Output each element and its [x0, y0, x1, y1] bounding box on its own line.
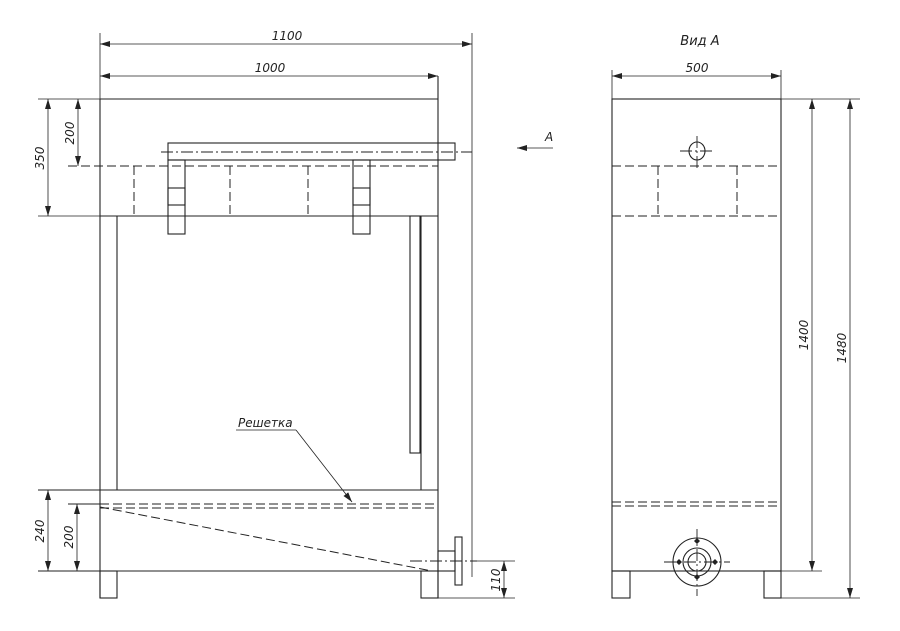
view-title: Вид А	[680, 34, 719, 49]
dim-200-top: 200	[63, 121, 77, 144]
dim-1400: 1400	[797, 319, 811, 350]
leg	[420, 570, 439, 599]
dim-110: 110	[489, 568, 503, 591]
front-view: Решетка A 1100 1000 350 200 240 200 110	[33, 29, 553, 599]
dim-240: 240	[33, 519, 47, 542]
dim-1100: 1100	[272, 29, 303, 43]
dim-1480: 1480	[835, 332, 849, 363]
leg	[611, 570, 631, 599]
grid-label: Решетка	[238, 416, 293, 430]
outlet-flange-front	[664, 529, 730, 596]
leg	[99, 570, 118, 599]
dim-350: 350	[33, 146, 47, 169]
dim-1000: 1000	[255, 61, 286, 75]
outlet-flange	[410, 536, 477, 586]
dim-200-bottom: 200	[62, 525, 76, 548]
dim-500: 500	[686, 61, 709, 75]
view-arrow-label: A	[544, 130, 553, 144]
side-view: Вид А 500 1400 1480	[611, 34, 860, 599]
top-pipe	[161, 142, 472, 235]
leg	[763, 570, 782, 599]
top-hole	[680, 136, 714, 170]
